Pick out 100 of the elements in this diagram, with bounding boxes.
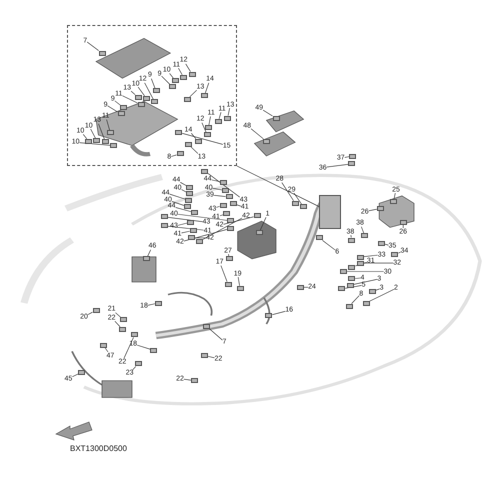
component-block <box>319 195 341 229</box>
leader-line <box>344 156 350 158</box>
component-block <box>120 105 128 110</box>
leader-line <box>361 226 364 234</box>
component-block <box>184 142 192 147</box>
leader-line <box>322 240 336 250</box>
leader-line <box>86 42 99 51</box>
leader-line <box>354 278 361 279</box>
leader-line <box>178 214 228 221</box>
component-block <box>390 198 398 204</box>
component-block <box>131 332 138 338</box>
leader-line <box>138 86 145 96</box>
component-block <box>204 125 212 130</box>
leader-line <box>178 68 182 76</box>
component-block <box>220 180 227 185</box>
leader-line <box>79 142 110 146</box>
leader-line <box>262 110 273 116</box>
leader-line <box>202 122 206 133</box>
leader-line <box>191 132 196 140</box>
leader-line <box>136 344 150 350</box>
component-block <box>348 276 356 282</box>
component-block <box>200 93 208 98</box>
leader-line <box>294 192 302 205</box>
component-block <box>254 213 261 218</box>
component-block <box>348 161 356 166</box>
leader-line <box>344 285 362 289</box>
leader-line <box>190 90 198 98</box>
leader-line <box>216 206 220 208</box>
component-block <box>346 282 354 288</box>
leader-line <box>72 374 78 378</box>
leader-line <box>181 230 190 234</box>
leader-line <box>122 95 138 104</box>
component-block <box>100 342 107 348</box>
leader-line <box>223 216 254 225</box>
component-block <box>202 324 210 329</box>
component-block <box>356 260 364 266</box>
leader-line <box>228 254 230 257</box>
component-block <box>118 326 126 332</box>
component-block <box>160 214 168 220</box>
component-block <box>106 130 114 136</box>
component-block <box>214 118 222 124</box>
leader-line <box>172 201 184 206</box>
component-block <box>187 220 194 225</box>
leader-line <box>190 146 198 154</box>
component-block <box>224 282 232 287</box>
leader-line <box>98 124 105 140</box>
component-block <box>361 233 368 238</box>
component-block <box>190 378 198 384</box>
component-block <box>220 202 227 208</box>
component-block <box>272 116 280 121</box>
component-block <box>185 198 192 203</box>
leader-line <box>211 180 220 182</box>
component-block <box>226 226 234 232</box>
leader-line <box>170 154 177 157</box>
component-block <box>223 211 230 216</box>
leader-line <box>182 132 224 145</box>
component-block <box>176 151 184 156</box>
component-block <box>188 235 195 240</box>
leader-line <box>202 218 242 240</box>
leader-line <box>214 194 226 197</box>
inset-frame <box>67 25 237 166</box>
component-block <box>186 191 194 196</box>
component-block <box>222 188 230 194</box>
leader-line <box>353 278 378 285</box>
leader-line <box>375 288 380 291</box>
component-block <box>180 74 188 80</box>
component-block <box>138 102 145 108</box>
component-block <box>194 138 202 144</box>
component-block <box>391 252 398 258</box>
leader-line <box>161 76 170 85</box>
leader-line <box>394 192 396 199</box>
leader-line <box>402 224 404 228</box>
leader-line <box>351 295 360 304</box>
leader-line <box>178 222 188 226</box>
leader-line <box>218 112 222 120</box>
component-block <box>400 220 407 225</box>
leader-line <box>169 73 174 78</box>
component-block <box>376 206 384 211</box>
leader-line <box>220 214 224 216</box>
component-block <box>292 200 299 206</box>
component-block <box>102 139 109 144</box>
component-block <box>186 185 194 190</box>
leader-line <box>148 303 156 306</box>
leader-line <box>207 356 215 358</box>
leader-line <box>167 217 203 222</box>
leader-line <box>184 229 228 242</box>
component-block <box>172 78 179 83</box>
component-block <box>92 308 100 313</box>
component-block <box>98 50 106 56</box>
leader-line <box>205 82 210 94</box>
component-block <box>134 94 142 100</box>
leader-line <box>369 288 394 302</box>
component-block <box>154 300 162 306</box>
component-block <box>348 264 356 270</box>
component-block <box>346 304 353 309</box>
leader-line <box>363 262 394 264</box>
leader-line <box>144 82 154 100</box>
leader-line <box>236 204 242 206</box>
leader-line <box>106 119 110 131</box>
leader-line <box>82 134 88 140</box>
